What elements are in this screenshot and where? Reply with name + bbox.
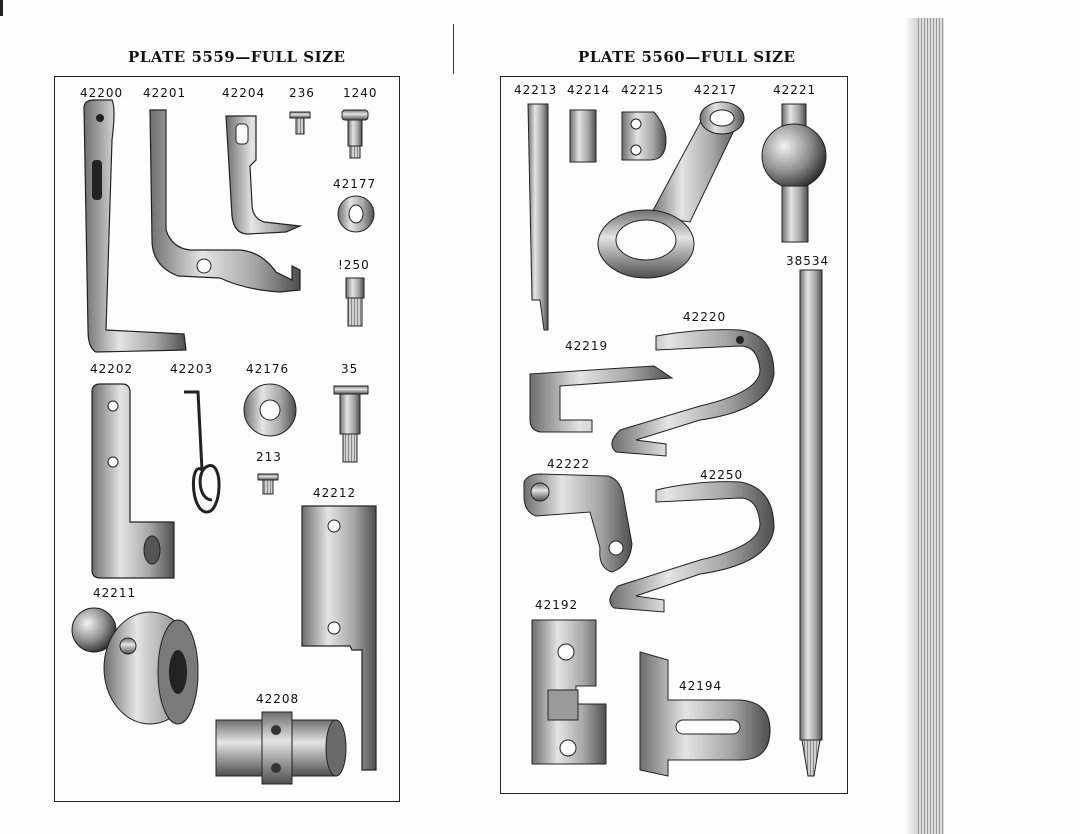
label-42221: 42221 — [773, 83, 817, 97]
part-42177-nut — [337, 195, 375, 233]
part-42212-plate — [301, 505, 377, 771]
part-42208-bushing — [215, 711, 347, 785]
part-42250-looper — [609, 481, 775, 613]
label-42200: 42200 — [80, 86, 124, 100]
part-42213-needle-bar — [527, 103, 549, 331]
part-42194-guide — [639, 651, 771, 777]
part-42200-foot — [83, 99, 187, 353]
label-42204: 42204 — [222, 86, 266, 100]
book-spine-shadow — [905, 18, 919, 834]
label-35: 35 — [341, 362, 359, 376]
part-42202-plate — [91, 383, 175, 579]
book-spine — [918, 18, 944, 834]
part-38534-rod — [799, 269, 823, 777]
label-42203: 42203 — [170, 362, 214, 376]
plate-5560-title: PLATE 5560—FULL SIZE — [578, 48, 796, 66]
part-42211-collar — [71, 607, 199, 725]
part-213-screw — [257, 473, 279, 495]
label-42214: 42214 — [567, 83, 611, 97]
label-1250: !250 — [338, 258, 370, 272]
part-42204-looper — [225, 115, 303, 235]
part-1250-screw — [345, 277, 365, 327]
label-1240: 1240 — [343, 86, 378, 100]
part-42214-block — [569, 109, 597, 163]
part-42222-bracket — [523, 473, 633, 573]
label-42202: 42202 — [90, 362, 134, 376]
label-236: 236 — [289, 86, 315, 100]
part-42219-hook — [529, 365, 674, 433]
label-213: 213 — [256, 450, 282, 464]
part-236-screw — [289, 111, 311, 135]
label-42176: 42176 — [246, 362, 290, 376]
plate-5559-frame — [54, 76, 400, 802]
part-35-stud — [333, 385, 369, 463]
part-42217-crank — [597, 101, 745, 279]
part-1240-screw — [341, 109, 369, 159]
page-edge-mark — [0, 0, 3, 16]
label-42250: 42250 — [700, 468, 744, 482]
part-42221-ball-joint — [761, 103, 827, 243]
label-42212: 42212 — [313, 486, 357, 500]
part-42192-plate — [531, 619, 607, 765]
part-42203-spring — [184, 390, 221, 514]
page-gutter-line — [453, 24, 454, 74]
label-42208: 42208 — [256, 692, 300, 706]
label-42201: 42201 — [143, 86, 187, 100]
label-42222: 42222 — [547, 457, 591, 471]
part-42176-washer — [243, 383, 297, 437]
label-42194: 42194 — [679, 679, 723, 693]
label-42213: 42213 — [514, 83, 558, 97]
plate-5559-title: PLATE 5559—FULL SIZE — [128, 48, 346, 66]
label-38534: 38534 — [786, 254, 830, 268]
label-42220: 42220 — [683, 310, 727, 324]
part-42215-plate — [621, 111, 667, 161]
part-42201-bar — [149, 109, 301, 293]
plate-5560-frame — [500, 76, 848, 794]
label-42177: 42177 — [333, 177, 377, 191]
label-42215: 42215 — [621, 83, 665, 97]
label-42192: 42192 — [535, 598, 579, 612]
label-42219: 42219 — [565, 339, 609, 353]
part-42220-looper — [611, 329, 775, 457]
label-42217: 42217 — [694, 83, 738, 97]
label-42211: 42211 — [93, 586, 137, 600]
